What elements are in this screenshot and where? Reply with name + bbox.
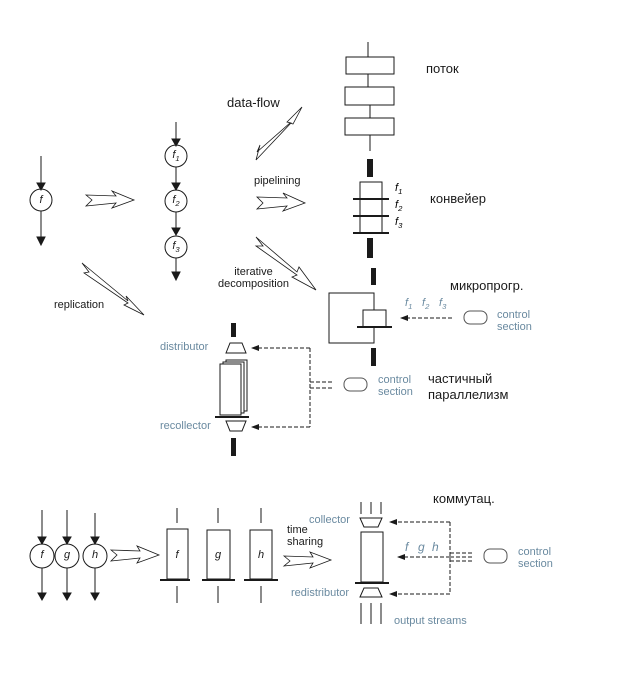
subscript: 3 (175, 245, 180, 255)
bold-connector (371, 268, 376, 285)
flow-block (344, 86, 395, 106)
switching-control-lines (389, 519, 472, 597)
control-section-label: control section (378, 374, 413, 398)
control-section-icon (483, 548, 508, 564)
bold-connector (371, 348, 376, 366)
pipelining-arrow-icon (255, 192, 307, 212)
iterative-decomposition-label: iterative decomposition (218, 266, 289, 290)
parallelism-text: параллелизм (428, 387, 509, 403)
bold-connector (367, 238, 373, 258)
pipelining-label: pipelining (254, 175, 301, 187)
function-boxes (160, 508, 278, 603)
node-label-f3: f3 (172, 240, 180, 255)
control-text: control (378, 374, 412, 386)
section-text: section (518, 557, 553, 570)
parallel-nodes (29, 510, 108, 602)
switch-seq-f: f (405, 540, 409, 554)
control-section-icon (343, 377, 368, 392)
pipeline-unit (353, 181, 389, 234)
node-label-g: g (63, 549, 71, 561)
box-label-f: f (175, 549, 179, 561)
function-chain (164, 122, 188, 282)
microprog-label-ru: микропрогр. (450, 278, 524, 293)
subscript: 2 (175, 199, 180, 209)
stage-label-f3: f3 (395, 216, 403, 231)
decomposition-text: decomposition (218, 277, 289, 290)
replication-label: replication (54, 299, 105, 311)
collector-label: collector (309, 514, 350, 526)
collector-shape (359, 517, 383, 528)
microprogram-unit (328, 292, 392, 344)
data-flow-arrow-icon (255, 106, 303, 161)
single-function-node (29, 156, 53, 247)
subscript: 2 (398, 204, 403, 214)
distributor-label: distributor (160, 341, 209, 353)
subscript: 1 (408, 302, 413, 312)
node-label-f: f (39, 194, 43, 206)
output-streams-label: output streams (394, 615, 467, 627)
transform-arrow-icon (84, 190, 136, 209)
flow-block (345, 56, 395, 75)
switching-unit (355, 502, 389, 624)
node-label-f2: f2 (172, 194, 180, 209)
arrowhead-icon (36, 182, 46, 192)
subscript: 3 (442, 302, 447, 312)
micro-seq-f1: f1 (405, 297, 413, 312)
recollector-label: recollector (160, 420, 211, 432)
control-text: control (497, 309, 531, 321)
iterative-text: iterative (234, 266, 273, 278)
time-sharing-arrow-icon (282, 551, 333, 569)
distributor-shape (225, 342, 247, 354)
recollector-shape (225, 420, 247, 432)
sharing-text: sharing (287, 535, 324, 548)
time-text: time (287, 524, 308, 536)
subscript: 1 (398, 187, 403, 197)
switch-seq-h: h (432, 540, 439, 554)
section-text: section (497, 320, 532, 333)
flow-block (344, 117, 395, 136)
flow-label-ru: поток (426, 61, 459, 76)
control-section-icon (463, 310, 488, 325)
flow-stack (344, 42, 395, 151)
arrowhead-icon (36, 236, 46, 247)
replication-arrow-icon (81, 262, 145, 316)
partial-parallelism-label-ru: частичный параллелизм (428, 371, 508, 404)
bold-connector (231, 323, 236, 337)
control-section-label: control section (497, 309, 532, 333)
iterative-decomposition-arrow-icon (254, 236, 317, 291)
stage-label-f2: f2 (395, 199, 403, 214)
replication-control-lines (251, 345, 334, 430)
switching-label-ru: коммутац. (433, 491, 495, 506)
section-text: section (378, 385, 413, 398)
switch-seq-g: g (418, 540, 425, 554)
subscript: 2 (425, 302, 430, 312)
replicated-units (215, 359, 249, 418)
partial-text: частичный (428, 371, 493, 386)
control-section-label: control section (518, 546, 553, 570)
data-flow-label: data-flow (227, 95, 280, 110)
subscript: 1 (175, 154, 180, 164)
redistributor-label: redistributor (291, 587, 350, 599)
subscript: 3 (398, 221, 403, 231)
micro-seq-f2: f2 (422, 297, 430, 312)
transform-arrow-icon (109, 545, 161, 564)
node-label-f1: f1 (172, 149, 180, 164)
micro-seq-f3: f3 (439, 297, 447, 312)
time-sharing-label: time sharing (287, 524, 324, 548)
control-text: control (518, 546, 552, 558)
pipeline-label-ru: конвейер (430, 191, 486, 206)
stage-label-f1: f1 (395, 182, 403, 197)
bold-connector (231, 438, 236, 456)
box-label-h: h (257, 549, 265, 561)
node-label-h: h (91, 549, 99, 561)
redistributor-shape (359, 587, 383, 598)
bold-connector (367, 159, 373, 177)
box-label-g: g (214, 549, 222, 561)
node-label-f: f (40, 549, 44, 561)
